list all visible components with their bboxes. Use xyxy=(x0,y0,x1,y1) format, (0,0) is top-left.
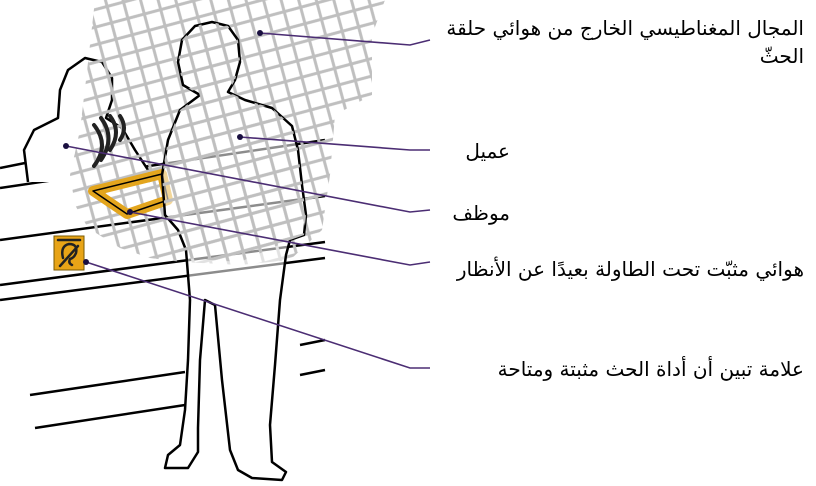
floor-lines xyxy=(30,340,325,428)
label-magnetic-field: المجال المغناطيسي الخارج من هوائي حلقة ا… xyxy=(412,14,804,70)
label-sign: علامة تبين أن أداة الحث مثبتة ومتاحة xyxy=(498,355,804,383)
label-customer: عميل xyxy=(465,137,510,165)
label-staff: موظف xyxy=(452,199,510,227)
hearing-loop-sign xyxy=(54,236,84,270)
label-antenna: هوائي مثبّت تحت الطاولة بعيدًا عن الأنظا… xyxy=(404,255,804,283)
